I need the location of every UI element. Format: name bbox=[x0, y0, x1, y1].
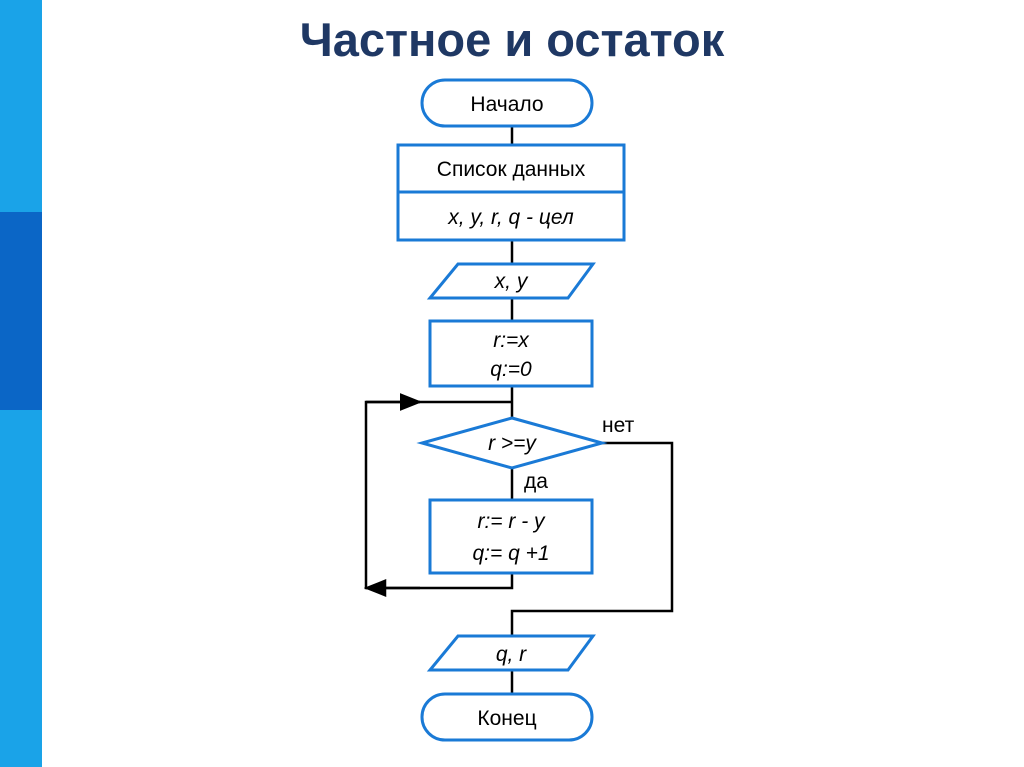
loop-body-block bbox=[428, 498, 594, 575]
start-terminator bbox=[420, 78, 594, 128]
yes-branch-label: да bbox=[524, 470, 548, 493]
init-block bbox=[428, 319, 594, 388]
start-label: Начало bbox=[470, 93, 543, 116]
output-block bbox=[426, 634, 596, 672]
data-header-label: Список данных bbox=[437, 158, 586, 181]
init-line-2: q:=0 bbox=[490, 358, 532, 381]
side-band-top bbox=[0, 0, 42, 212]
side-band-bottom bbox=[0, 410, 42, 767]
loop-body-line-1: r:= r - y bbox=[477, 510, 546, 533]
input-label: x, y bbox=[494, 270, 529, 293]
loop-body-line-2: q:= q +1 bbox=[472, 542, 549, 565]
input-block bbox=[426, 262, 596, 300]
output-label: q, r bbox=[496, 643, 527, 666]
end-terminator bbox=[420, 692, 594, 742]
data-types-label: x, y, r, q - цел bbox=[447, 206, 574, 229]
condition-label: r >=y bbox=[488, 432, 537, 455]
slide-title: Частное и остаток bbox=[299, 13, 725, 66]
connectors bbox=[363, 126, 674, 694]
side-band-middle bbox=[0, 212, 42, 410]
condition-diamond bbox=[416, 416, 608, 470]
end-label: Конец bbox=[477, 707, 536, 730]
no-branch-label: нет bbox=[602, 414, 635, 437]
init-line-1: r:=x bbox=[493, 329, 530, 352]
no-branch-line bbox=[510, 441, 674, 636]
